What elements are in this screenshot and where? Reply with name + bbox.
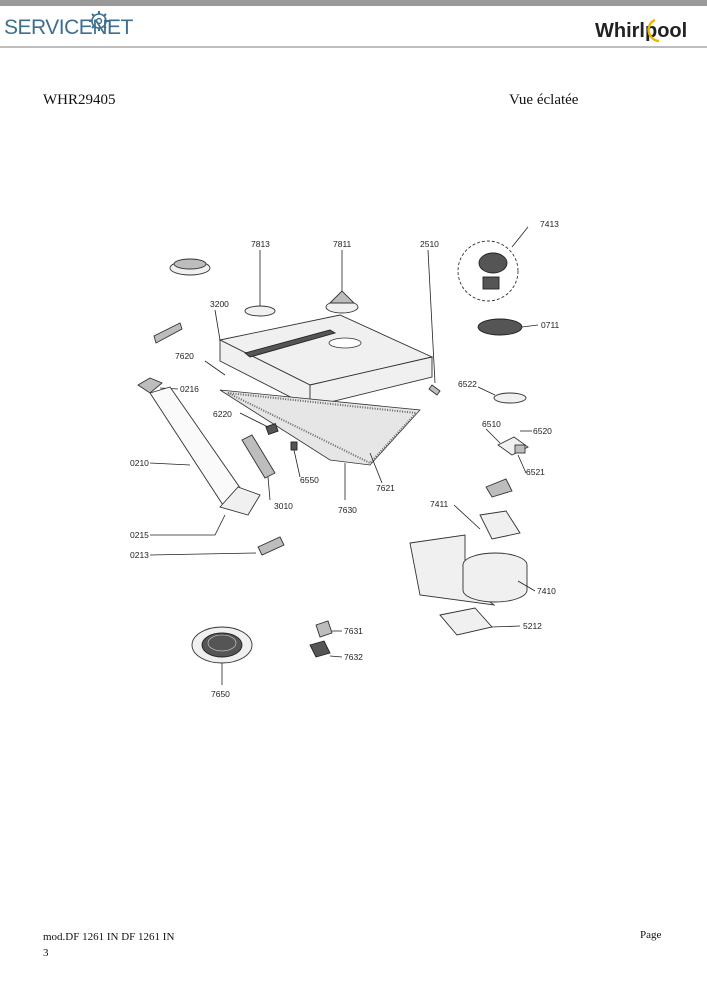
part-5212 (439, 607, 493, 636)
label-7411: 7411 (430, 499, 449, 509)
part-3200 (214, 309, 434, 408)
exploded-view-diagram: 7413 7813 7811 2510 0711 3200 7620 0216 … (130, 219, 560, 699)
label-6521: 6521 (526, 467, 545, 477)
label-3010: 3010 (274, 501, 293, 511)
label-7631: 7631 (344, 626, 363, 636)
part-7650 (191, 626, 253, 685)
footer-line-1: mod.DF 1261 IN DF 1261 IN (43, 931, 175, 943)
part-7630 (219, 389, 421, 500)
label-0215: 0215 (130, 530, 149, 540)
footer-page-label: Page (640, 929, 662, 941)
part-0215 (219, 486, 261, 516)
part-7811 (325, 250, 359, 314)
clip-top-left (153, 322, 183, 344)
top-bar (0, 0, 707, 6)
label-7813: 7813 (251, 239, 270, 249)
label-6520: 6520 (533, 426, 552, 436)
part-7631 (315, 620, 333, 638)
section-title: Vue éclatée (509, 92, 579, 108)
label-6510: 6510 (482, 419, 501, 429)
part-6522 (493, 392, 527, 404)
gear-icon (89, 11, 109, 31)
label-6550: 6550 (300, 475, 319, 485)
part-0213 (257, 536, 285, 556)
part-6220 (265, 422, 279, 436)
round-cap-top (173, 258, 207, 270)
label-0711: 0711 (541, 320, 560, 330)
model-number: WHR29405 (43, 92, 116, 108)
label-6220: 6220 (213, 409, 232, 419)
footer-line-2: 3 (43, 947, 49, 959)
footer-model-ref: mod.DF 1261 IN DF 1261 IN 3 (43, 929, 174, 961)
label-2510: 2510 (420, 239, 439, 249)
motor-bracket (485, 478, 513, 498)
header-rule (0, 46, 707, 48)
label-5212: 5212 (523, 621, 542, 631)
part-2510 (428, 384, 441, 396)
page-header: SERVICENET Whirlpool (0, 6, 707, 46)
part-0711 (477, 318, 523, 336)
part-6520 (497, 436, 529, 456)
label-0213: 0213 (130, 550, 149, 560)
part-7413 (457, 226, 529, 302)
part-0216 (137, 377, 163, 394)
label-7632: 7632 (344, 652, 363, 662)
part-7813 (244, 305, 276, 317)
part-0210 (149, 386, 246, 506)
svg-text:Whirlpool: Whirlpool (595, 20, 687, 42)
label-0216: 0216 (180, 384, 199, 394)
part-7632 (309, 640, 331, 658)
label-0210: 0210 (130, 458, 149, 468)
label-6522: 6522 (458, 379, 477, 389)
label-3200: 3200 (210, 299, 229, 309)
part-3010 (241, 434, 276, 479)
part-6550 (290, 441, 298, 451)
label-7620: 7620 (175, 351, 194, 361)
label-7650: 7650 (211, 689, 230, 699)
label-7630: 7630 (338, 505, 357, 515)
label-7413: 7413 (540, 219, 559, 229)
label-7410: 7410 (537, 586, 556, 596)
label-7811: 7811 (333, 239, 352, 249)
part-7410 (409, 510, 536, 606)
servicenet-logo: SERVICENET (4, 11, 133, 46)
label-7621: 7621 (376, 483, 395, 493)
whirlpool-logo: Whirlpool (595, 18, 687, 43)
